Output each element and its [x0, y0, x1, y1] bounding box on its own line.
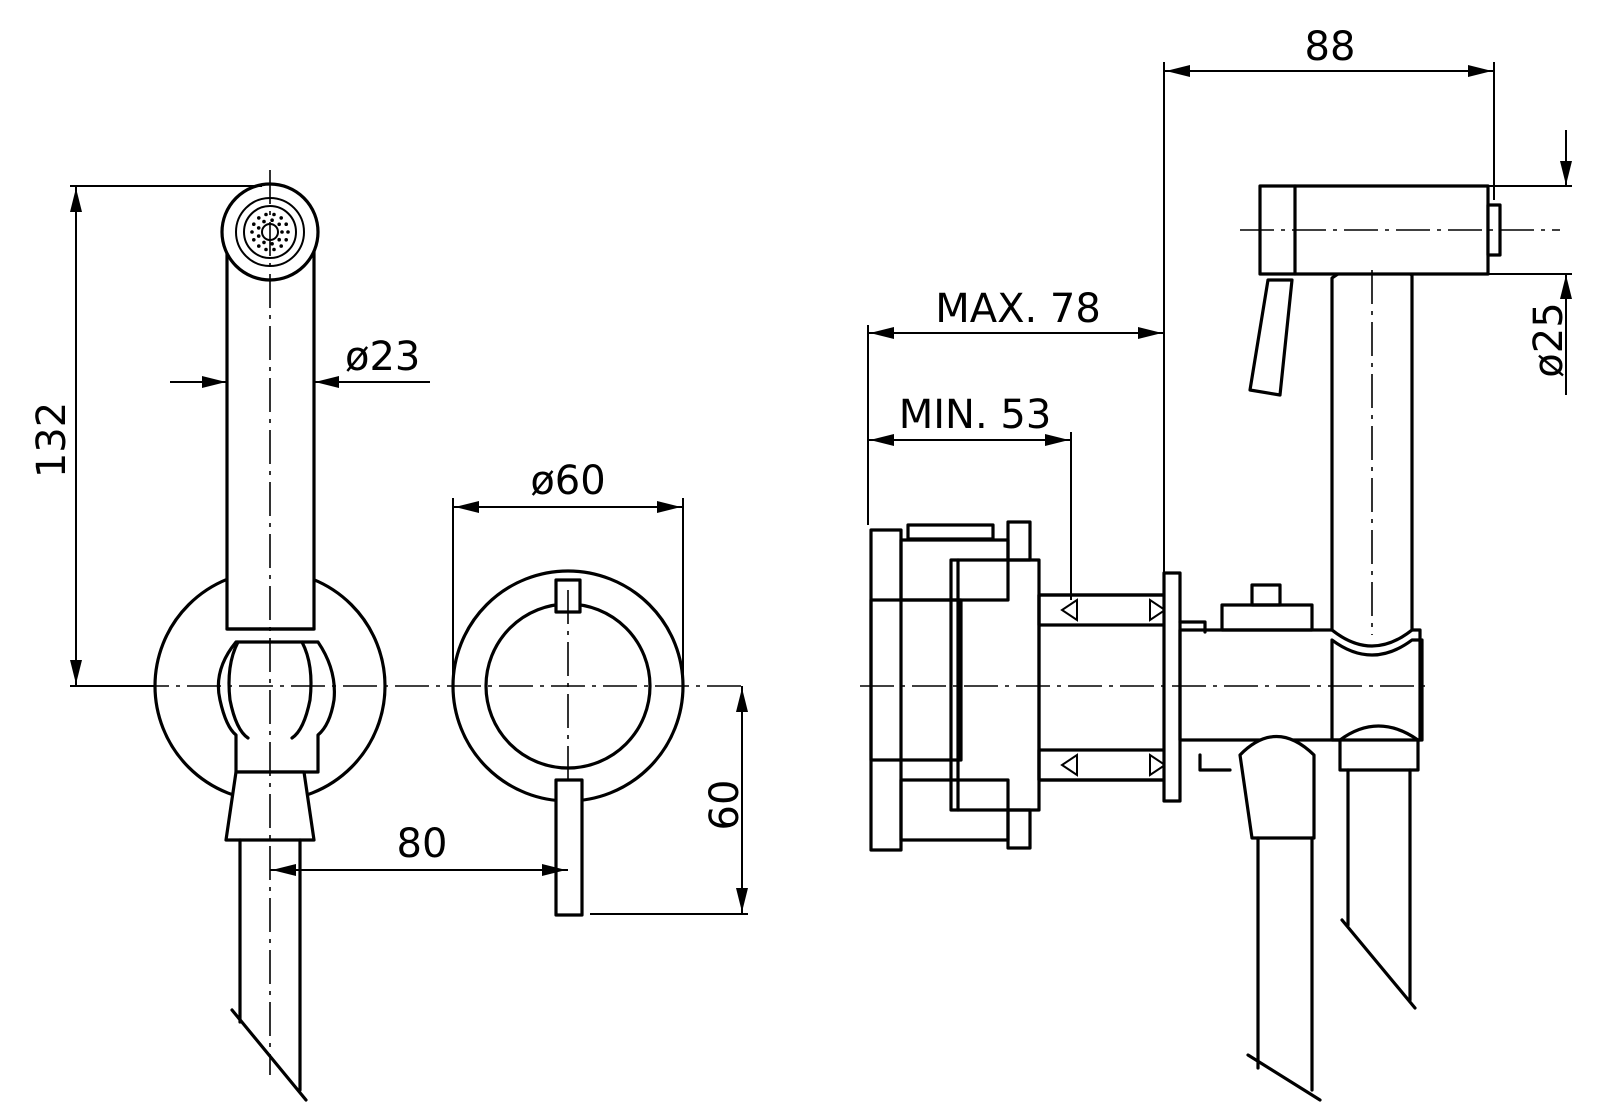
- lever-handle: [554, 778, 584, 917]
- spray-nozzles: [250, 212, 290, 252]
- nozzle-dot: [272, 212, 276, 217]
- side-view: [860, 184, 1560, 1102]
- label-min-53: MIN. 53: [899, 392, 1052, 438]
- nozzle-dot: [264, 212, 268, 217]
- nozzle-dot: [280, 230, 284, 234]
- nozzle-dot: [250, 230, 254, 234]
- label-diameter-25: ø25: [1526, 302, 1572, 377]
- nozzle-dot: [262, 240, 266, 245]
- label-height-132: 132: [29, 402, 75, 478]
- nozzle-dot: [257, 216, 261, 220]
- hose-nut: [1238, 734, 1316, 840]
- nozzle-dot: [279, 216, 284, 220]
- label-drop-60: 60: [702, 780, 748, 831]
- nozzle-dot: [252, 222, 256, 226]
- holder-bracket: [216, 640, 337, 774]
- label-offset-80: 80: [397, 821, 448, 867]
- dimension-labels: ø23 132 ø60 80 60 MAX. 78 MIN. 53 88 ø25: [29, 24, 1572, 867]
- nozzle-dot: [277, 237, 282, 242]
- nozzle-dot: [277, 222, 282, 227]
- nozzle-dot: [270, 218, 274, 222]
- nozzle-dot: [270, 242, 274, 246]
- nozzle-dot: [286, 230, 290, 234]
- wall-box-flange: [869, 528, 903, 852]
- trigger-lever: [1248, 278, 1294, 397]
- nozzle-dot: [264, 247, 268, 252]
- nozzle-dot: [284, 238, 289, 242]
- nozzle-dot: [256, 226, 261, 230]
- nozzle-dot: [272, 247, 276, 252]
- nozzle-dot: [257, 244, 261, 248]
- label-diameter-23: ø23: [345, 334, 420, 380]
- label-depth-88: 88: [1305, 24, 1356, 70]
- nozzle-dot: [279, 244, 284, 248]
- nozzle-dot: [262, 219, 266, 224]
- label-max-78: MAX. 78: [935, 286, 1101, 332]
- valve-body: [869, 598, 963, 762]
- nozzle-dot: [256, 234, 261, 238]
- connector-body: [1178, 628, 1422, 742]
- nozzle-dot: [252, 238, 256, 242]
- wall-plate-side: [1162, 571, 1182, 803]
- nozzle-dot: [284, 222, 289, 226]
- dimension-lines: [70, 62, 1572, 915]
- front-view: [135, 170, 748, 1102]
- holder-nut: [1338, 724, 1420, 772]
- label-diameter-60: ø60: [530, 458, 605, 504]
